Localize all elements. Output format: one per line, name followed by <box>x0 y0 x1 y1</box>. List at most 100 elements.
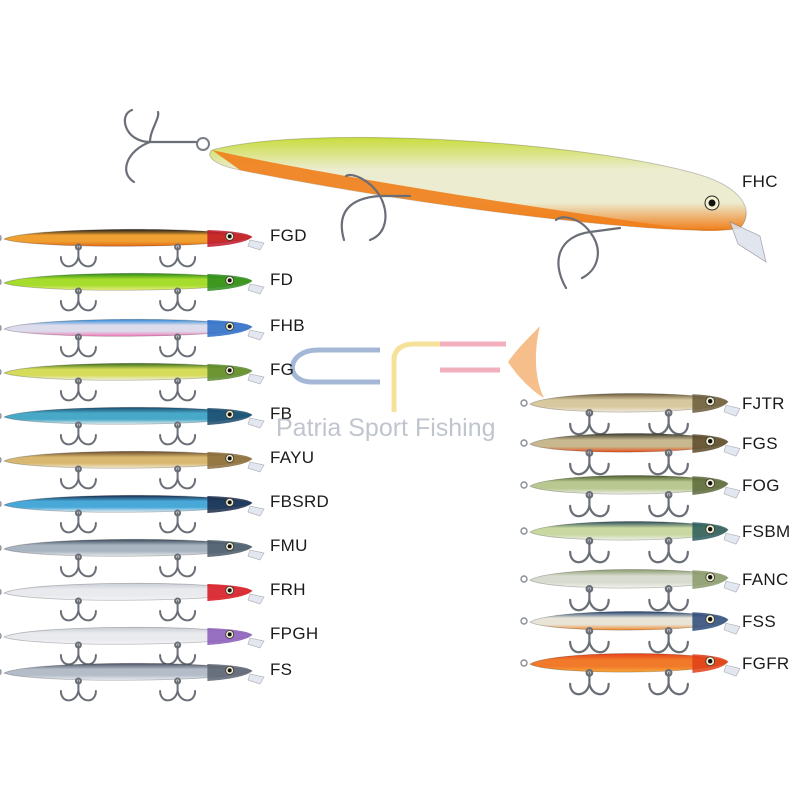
treble-hook-icon <box>648 669 689 696</box>
treble-hook-icon <box>59 421 97 446</box>
tail-ring-icon <box>520 439 528 447</box>
lure-fs <box>0 662 265 702</box>
diving-lip <box>247 239 265 251</box>
tail-ring-icon <box>0 324 2 332</box>
diving-lip <box>247 329 265 341</box>
diving-lip <box>247 283 265 295</box>
diving-lip <box>723 622 741 635</box>
lure-fayu <box>0 450 265 490</box>
treble-hook-icon <box>648 409 689 436</box>
featured-lure-body <box>209 136 747 231</box>
lure-fg <box>0 362 265 402</box>
treble-hook-icon <box>159 377 197 402</box>
diving-lip <box>247 593 265 605</box>
lure-code-fhb: FHB <box>270 316 305 335</box>
treble-hook-icon <box>59 677 97 702</box>
tail-ring-icon <box>0 368 2 376</box>
tail-ring-icon <box>520 527 528 535</box>
treble-hook-icon <box>159 465 197 490</box>
diving-lip <box>247 549 265 561</box>
treble-hook-icon <box>648 449 689 476</box>
lure-fb <box>0 406 265 446</box>
lure-code-fss: FSS <box>742 612 776 631</box>
tail-ring-icon <box>0 412 2 420</box>
diving-lip <box>723 444 741 457</box>
right-lure-column <box>520 393 741 696</box>
diving-lip <box>247 637 265 649</box>
treble-hook-icon <box>554 216 622 290</box>
tail-ring-icon <box>520 399 528 407</box>
lure-fss <box>520 611 741 654</box>
lure-fgs <box>520 433 741 476</box>
lure-code-fs: FS <box>270 660 293 679</box>
lure-code-fpgh: FPGH <box>270 624 319 643</box>
lure-fgfr <box>520 653 741 696</box>
lure-fbsrd <box>0 494 265 534</box>
lure-code-frh: FRH <box>270 580 306 599</box>
tail-ring-icon <box>520 659 528 667</box>
treble-hook-icon <box>569 537 610 564</box>
diving-lip <box>723 486 741 499</box>
tail-ring-icon <box>0 234 2 242</box>
treble-hook-icon <box>59 377 97 402</box>
treble-hook-icon <box>59 597 97 622</box>
treble-hook-icon <box>159 597 197 622</box>
diving-lip <box>247 417 265 429</box>
lure-fog <box>520 475 741 518</box>
treble-hook-icon <box>159 553 197 578</box>
lure-fd <box>0 272 265 312</box>
lure-code-fd: FD <box>270 270 294 289</box>
lure-code-fjtr: FJTR <box>742 394 785 413</box>
diving-lip <box>247 373 265 385</box>
tail-ring-icon <box>520 575 528 583</box>
treble-hook-icon <box>59 465 97 490</box>
lure-fanc <box>520 569 741 612</box>
treble-hook-icon <box>59 553 97 578</box>
tail-ring-icon <box>520 617 528 625</box>
lure-code-fgd: FGD <box>270 226 307 245</box>
lure-code-fg: FG <box>270 360 295 379</box>
lure-code-fsbm: FSBM <box>742 522 791 541</box>
treble-hook-icon <box>159 243 197 268</box>
lure-fjtr <box>520 393 741 436</box>
treble-hook-icon <box>159 421 197 446</box>
lure-code-fmu: FMU <box>270 536 308 555</box>
tail-ring-icon <box>0 456 2 464</box>
left-lure-column <box>0 228 265 702</box>
treble-hook-icon <box>159 333 197 358</box>
lure-fhb <box>0 318 265 358</box>
treble-hook-icon <box>59 287 97 312</box>
watermark-text: Patria Sport Fishing <box>276 414 496 442</box>
lure-code-fog: FOG <box>742 476 780 495</box>
diving-lip <box>723 532 741 545</box>
treble-hook-icon <box>159 287 197 312</box>
lure-code-fanc: FANC <box>742 570 789 589</box>
treble-hook-icon <box>648 585 689 612</box>
lure-frh <box>0 582 265 622</box>
treble-hook-icon <box>648 491 689 518</box>
treble-hook-icon <box>648 627 689 654</box>
lure-code-fb: FB <box>270 404 293 423</box>
treble-hook-icon <box>123 108 198 184</box>
lure-code-fayu: FAYU <box>270 448 315 467</box>
lure-code-fgs: FGS <box>742 434 778 453</box>
treble-hook-icon <box>59 243 97 268</box>
logo-blue-stroke <box>290 347 380 385</box>
tail-ring-icon <box>196 137 210 151</box>
treble-hook-icon <box>59 509 97 534</box>
treble-hook-icon <box>569 449 610 476</box>
logo-yellow-stroke <box>391 341 440 412</box>
lure-code-featured: FHC <box>742 172 778 191</box>
diving-lip <box>723 664 741 677</box>
diving-lip <box>247 673 265 685</box>
logo-fish-tail-icon <box>508 326 544 398</box>
treble-hook-icon <box>340 173 412 242</box>
lure-fpgh <box>0 626 265 666</box>
treble-hook-icon <box>569 585 610 612</box>
tail-ring-icon <box>0 668 2 676</box>
treble-hook-icon <box>59 333 97 358</box>
tail-ring-icon <box>0 544 2 552</box>
treble-hook-icon <box>59 641 97 666</box>
lure-fsbm <box>520 521 741 564</box>
